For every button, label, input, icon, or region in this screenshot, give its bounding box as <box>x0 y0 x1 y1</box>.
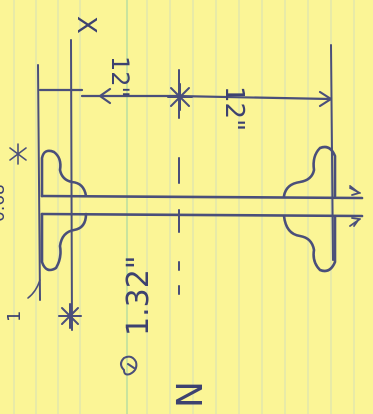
dimension-top-label: 12" <box>106 56 134 98</box>
asterisk-marks <box>9 83 193 329</box>
asterisk-center <box>167 83 193 111</box>
dimension-lines <box>38 87 333 108</box>
thickness-label: 0.68" <box>0 176 9 222</box>
vertical-guides <box>37 39 334 331</box>
axis-x-label: X <box>71 16 101 34</box>
n-label: N <box>170 381 211 408</box>
asterisk-bottom <box>58 303 82 329</box>
dimension-right-label: 12" <box>219 86 249 131</box>
leader-line <box>27 279 41 299</box>
thickness-arrows <box>349 185 361 227</box>
scribble-mark <box>120 355 138 376</box>
asterisk-left <box>9 143 27 165</box>
i-beam-section <box>40 145 364 273</box>
mark-one-label: 1 <box>4 311 25 322</box>
depth-label: 1.32" <box>121 255 156 336</box>
ruled-lines <box>13 0 355 414</box>
